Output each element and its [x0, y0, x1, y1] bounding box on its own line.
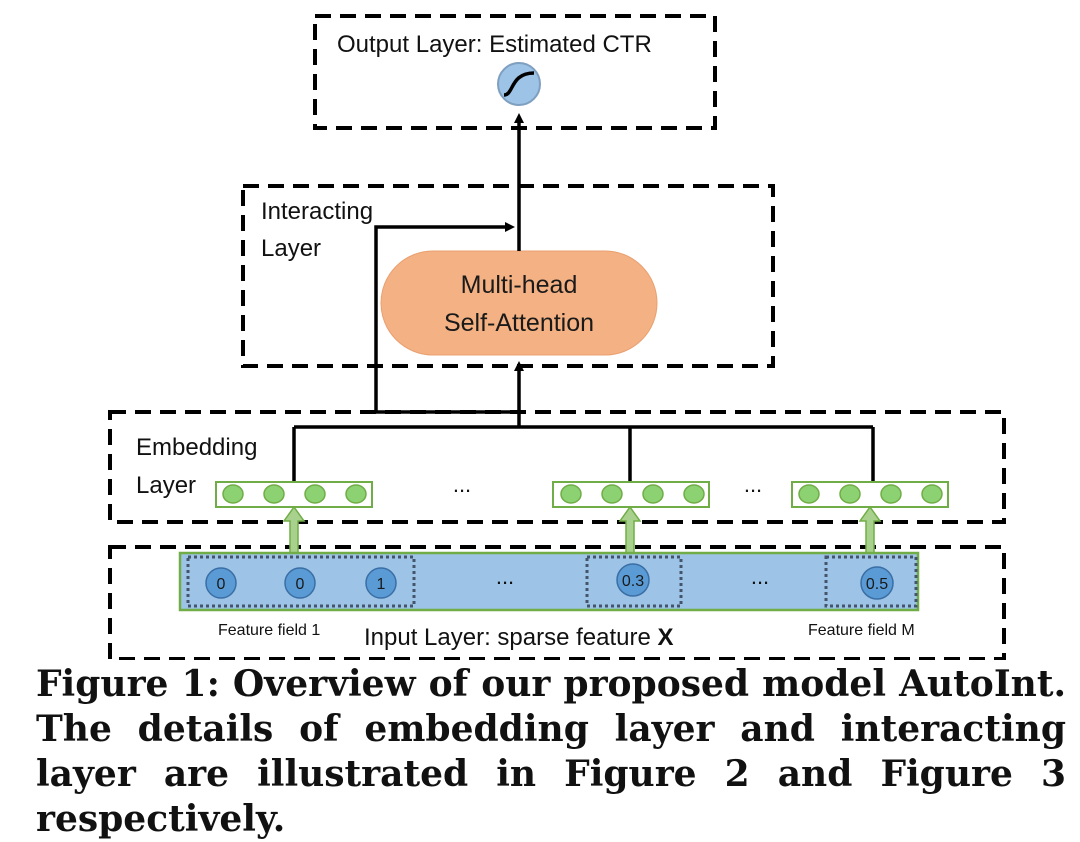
input-node	[284, 567, 316, 599]
input-node	[860, 566, 894, 600]
embedding-layer-label-line1: Embedding	[136, 434, 257, 461]
input-nodes	[205, 563, 894, 600]
embedding-layer-box	[108, 410, 1006, 524]
input-node	[365, 567, 397, 599]
input-value-3: 1	[377, 576, 386, 593]
embedding-layer-label-line2: Layer	[136, 472, 196, 499]
input-layer-label: Input Layer: sparse feature X	[364, 624, 674, 651]
input-value-1: 0	[217, 576, 226, 593]
input-ellipsis-1: ...	[496, 564, 514, 589]
input-value-2: 0	[296, 576, 305, 593]
feature-field-first-label: Feature field 1	[218, 622, 320, 639]
input-layer-label-text: Input Layer: sparse feature	[364, 624, 658, 651]
input-node	[205, 567, 237, 599]
input-ellipsis-2: ...	[751, 564, 769, 589]
feature-field-last-label: Feature field M	[808, 622, 915, 639]
interacting-layer-box	[241, 184, 775, 368]
embedding-vector-2	[552, 481, 710, 508]
interacting-layer-label-line2: Layer	[261, 235, 321, 262]
interacting-layer-label-line1: Interacting	[261, 198, 373, 225]
input-layer-var: X	[658, 624, 674, 651]
figure-caption: Figure 1: Overview of our proposed model…	[36, 663, 1066, 840]
embedding-vector-1	[215, 481, 373, 508]
self-attention-line1: Multi-head	[461, 271, 578, 299]
output-layer-label: Output Layer: Estimated CTR	[337, 31, 652, 58]
output-layer-box	[313, 14, 717, 130]
sigmoid-icon	[497, 62, 541, 106]
input-layer-box	[108, 545, 1006, 660]
embedding-lookup-arrows	[282, 505, 882, 554]
input-node	[616, 563, 650, 597]
self-attention-line2: Self-Attention	[444, 309, 594, 337]
feature-field-m-group	[824, 555, 918, 608]
autoint-architecture-diagram: Output Layer: Estimated CTR Interacting …	[108, 14, 1006, 660]
self-attention-block	[380, 250, 658, 356]
embedding-ellipsis-1: ...	[453, 472, 471, 497]
embedding-vector-m	[791, 481, 949, 508]
input-value-5: 0.5	[866, 576, 888, 593]
embedding-ellipsis-2: ...	[744, 472, 762, 497]
input-value-4: 0.3	[622, 573, 644, 590]
